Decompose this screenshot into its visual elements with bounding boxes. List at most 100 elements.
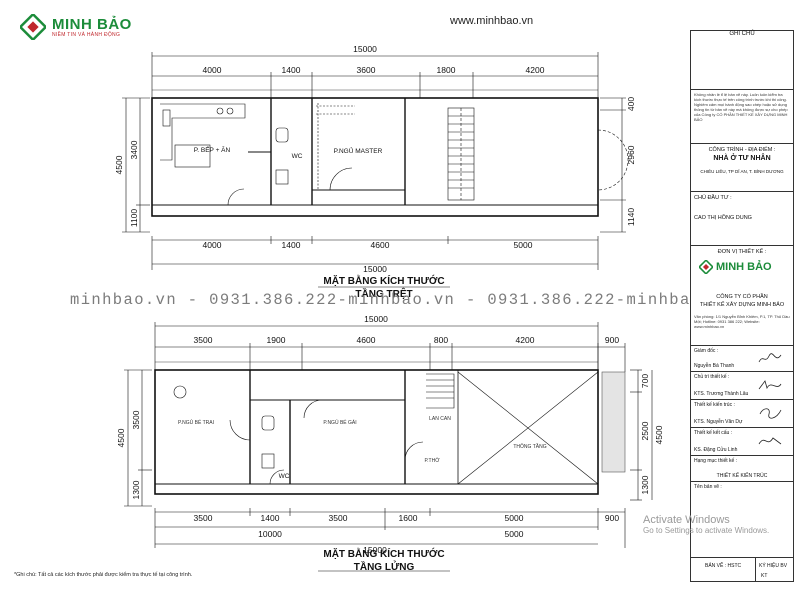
structure-row: Thiết kế kết cấu : KS. Đặng Cửu Linh bbox=[691, 427, 793, 455]
category-label: Hạng mục thiết kế : bbox=[694, 458, 738, 464]
notes-header: GHI CHÚ bbox=[691, 31, 793, 41]
mz-top-dim: 4600 bbox=[357, 335, 376, 345]
gf-right-dim: 2960 bbox=[626, 145, 636, 164]
signature-icon bbox=[758, 437, 782, 445]
gf-top-dim: 4200 bbox=[526, 65, 545, 75]
mz-left-dim: 1300 bbox=[131, 480, 141, 499]
mz-top-dim: 1900 bbox=[267, 335, 286, 345]
gf-left-dim: 3400 bbox=[129, 140, 139, 159]
symbol-label: KÝ HIỆU BV bbox=[759, 563, 788, 569]
gf-top-dim: 3600 bbox=[357, 65, 376, 75]
mz-left-overall: 4500 bbox=[116, 428, 126, 447]
mz-bottom-split: 10000 bbox=[258, 529, 282, 539]
activate-line2: Go to Settings to activate Windows. bbox=[643, 526, 770, 535]
category-name: THIẾT KẾ KIẾN TRÚC bbox=[716, 473, 768, 479]
project-section: CÔNG TRÌNH - ĐỊA ĐIỂM : NHÀ Ở TƯ NHÂN CH… bbox=[691, 143, 793, 187]
project-location: CHIÊU LIÊU, TP DĨ AN, T. BÌNH DƯƠNG bbox=[700, 169, 784, 174]
architect-label: Thiết kế kiến trúc : bbox=[694, 402, 735, 408]
director-row: Giám đốc : Nguyễn Bá Thanh bbox=[691, 345, 793, 371]
gf-right-dim: 400 bbox=[626, 97, 636, 111]
notes-label: GHI CHÚ bbox=[729, 31, 755, 37]
mz-right-dim: 700 bbox=[640, 374, 650, 388]
designer-logo-name: MINH BẢO bbox=[716, 261, 772, 273]
floor-plans-svg: 15000 4000 1400 3600 1800 4200 4000 1400… bbox=[114, 44, 664, 573]
gf-top-dim: 1400 bbox=[282, 65, 301, 75]
gf-title-line2: TẦNG TRỆT bbox=[355, 287, 412, 300]
activate-windows-overlay[interactable]: Activate Windows Go to Settings to activ… bbox=[643, 514, 769, 535]
watermark-text: minhbao.vn - 0931.386.222-minhbao.vn - 0… bbox=[70, 291, 734, 309]
room-label: P.NGỦ BÉ GÁI bbox=[323, 419, 356, 426]
diamond-logo-icon bbox=[699, 260, 713, 274]
mz-top-dim: 900 bbox=[605, 335, 619, 345]
symbol-value: KT bbox=[761, 573, 768, 579]
lead-label: Chủ trì thiết kế : bbox=[694, 374, 730, 380]
drawing-label: BẢN VẼ : HSTC bbox=[705, 563, 742, 569]
gf-bottom-overall: 15000 bbox=[363, 264, 387, 274]
diamond-logo-icon bbox=[20, 14, 46, 40]
footnote: *Ghi chú: Tất cả các kích thước phải đượ… bbox=[14, 572, 193, 578]
notes-text: Không nhân lề tỉ lệ bản vẽ này. Luôn luô… bbox=[691, 89, 793, 141]
signature-icon bbox=[758, 353, 782, 363]
project-label: CÔNG TRÌNH - ĐỊA ĐIỂM : bbox=[708, 147, 776, 153]
mz-right-dim: 1300 bbox=[640, 475, 650, 494]
gf-right-dim: 1140 bbox=[626, 208, 636, 227]
owner-section: CHỦ ĐẦU TƯ : CAO THỊ HỒNG DUNG bbox=[691, 191, 793, 237]
mz-bottom-overall: 15000 bbox=[363, 545, 387, 555]
mz-top-dim: 800 bbox=[434, 335, 448, 345]
designer-label: ĐƠN VỊ THIẾT KẾ : bbox=[717, 249, 767, 255]
mz-top-dim: 4200 bbox=[516, 335, 535, 345]
sheet-name-row: Tên bản vẽ : bbox=[691, 481, 793, 557]
gf-bottom-dim: 1400 bbox=[282, 240, 301, 250]
logo-tagline: NIỀM TIN VÀ HÀNH ĐỘNG bbox=[52, 31, 121, 38]
mz-left-dim: 3500 bbox=[131, 410, 141, 429]
gf-left-dim: 1100 bbox=[129, 209, 139, 228]
gf-bottom-dim: 4000 bbox=[203, 240, 222, 250]
director-name: Nguyễn Bá Thanh bbox=[694, 363, 735, 369]
floor-plan-drawing: 15000 4000 1400 3600 1800 4200 4000 1400… bbox=[114, 44, 664, 573]
company-line2: THIẾT KẾ XÂY DỰNG MINH BẢO bbox=[699, 302, 785, 308]
designer-logo: MINH BẢO bbox=[699, 260, 772, 274]
designer-section: ĐƠN VỊ THIẾT KẾ : MINH BẢO CÔNG TY CỔ PH… bbox=[691, 245, 793, 345]
mz-title-line2: TẦNG LỬNG bbox=[354, 560, 415, 573]
gf-bottom-dim: 4600 bbox=[371, 240, 390, 250]
activate-line1: Activate Windows bbox=[643, 514, 730, 526]
signature-icon bbox=[758, 380, 782, 390]
architect-name: KTS. Nguyễn Văn Dự bbox=[694, 419, 743, 425]
structure-label: Thiết kế kết cấu : bbox=[694, 430, 733, 436]
room-label: P.THỜ bbox=[424, 457, 440, 464]
architect-row: Thiết kế kiến trúc : KTS. Nguyễn Văn Dự bbox=[691, 399, 793, 427]
room-label: WC bbox=[292, 153, 303, 160]
room-label: P.NGỦ MASTER bbox=[334, 146, 383, 155]
mz-bottom-dim: 1600 bbox=[399, 513, 418, 523]
title-block: GHI CHÚ Không nhân lề tỉ lệ bản vẽ này. … bbox=[690, 30, 794, 582]
room-label: P.NGỦ BÉ TRAI bbox=[178, 419, 214, 426]
mz-overall-dim: 15000 bbox=[364, 314, 388, 324]
lead-name: KTS. Trương Thành Lâu bbox=[694, 391, 749, 397]
gf-overall-dim: 15000 bbox=[353, 44, 377, 54]
owner-label: CHỦ ĐẦU TƯ : bbox=[694, 195, 732, 201]
gf-bottom-dim: 5000 bbox=[514, 240, 533, 250]
room-label: WC bbox=[279, 473, 290, 480]
mz-right-overall: 4500 bbox=[654, 425, 664, 444]
lead-row: Chủ trì thiết kế : KTS. Trương Thành Lâu bbox=[691, 371, 793, 399]
mz-top-dim: 3500 bbox=[194, 335, 213, 345]
logo-name: MINH BẢO bbox=[52, 15, 132, 33]
signature-icon bbox=[759, 408, 782, 419]
company-logo: MINH BẢO NIỀM TIN VÀ HÀNH ĐỘNG bbox=[20, 14, 132, 40]
structure-name: KS. Đặng Cửu Linh bbox=[694, 447, 738, 453]
mz-right-dim: 2500 bbox=[640, 421, 650, 440]
gf-title-line1: MẶT BẰNG KÍCH THƯỚC bbox=[323, 274, 444, 287]
company-line1: CÔNG TY CỔ PHẦN bbox=[716, 294, 768, 300]
owner-name: CAO THỊ HỒNG DUNG bbox=[694, 215, 752, 221]
project-name: NHÀ Ở TƯ NHÂN bbox=[713, 155, 771, 162]
gf-top-dim: 4000 bbox=[203, 65, 222, 75]
mz-bottom-dim: 1400 bbox=[261, 513, 280, 523]
site-url[interactable]: www.minhbao.vn bbox=[450, 15, 534, 27]
mz-bottom-dim: 3500 bbox=[194, 513, 213, 523]
mz-bottom-dim: 5000 bbox=[505, 513, 524, 523]
room-label: LAN CAN bbox=[429, 416, 451, 422]
room-label: THÔNG TẦNG bbox=[513, 443, 546, 450]
category-row: Hạng mục thiết kế : THIẾT KẾ KIẾN TRÚC bbox=[691, 455, 793, 481]
gf-top-dim: 1800 bbox=[437, 65, 456, 75]
drawing-info-row: BẢN VẼ : HSTC KÝ HIỆU BV KT bbox=[691, 557, 793, 582]
